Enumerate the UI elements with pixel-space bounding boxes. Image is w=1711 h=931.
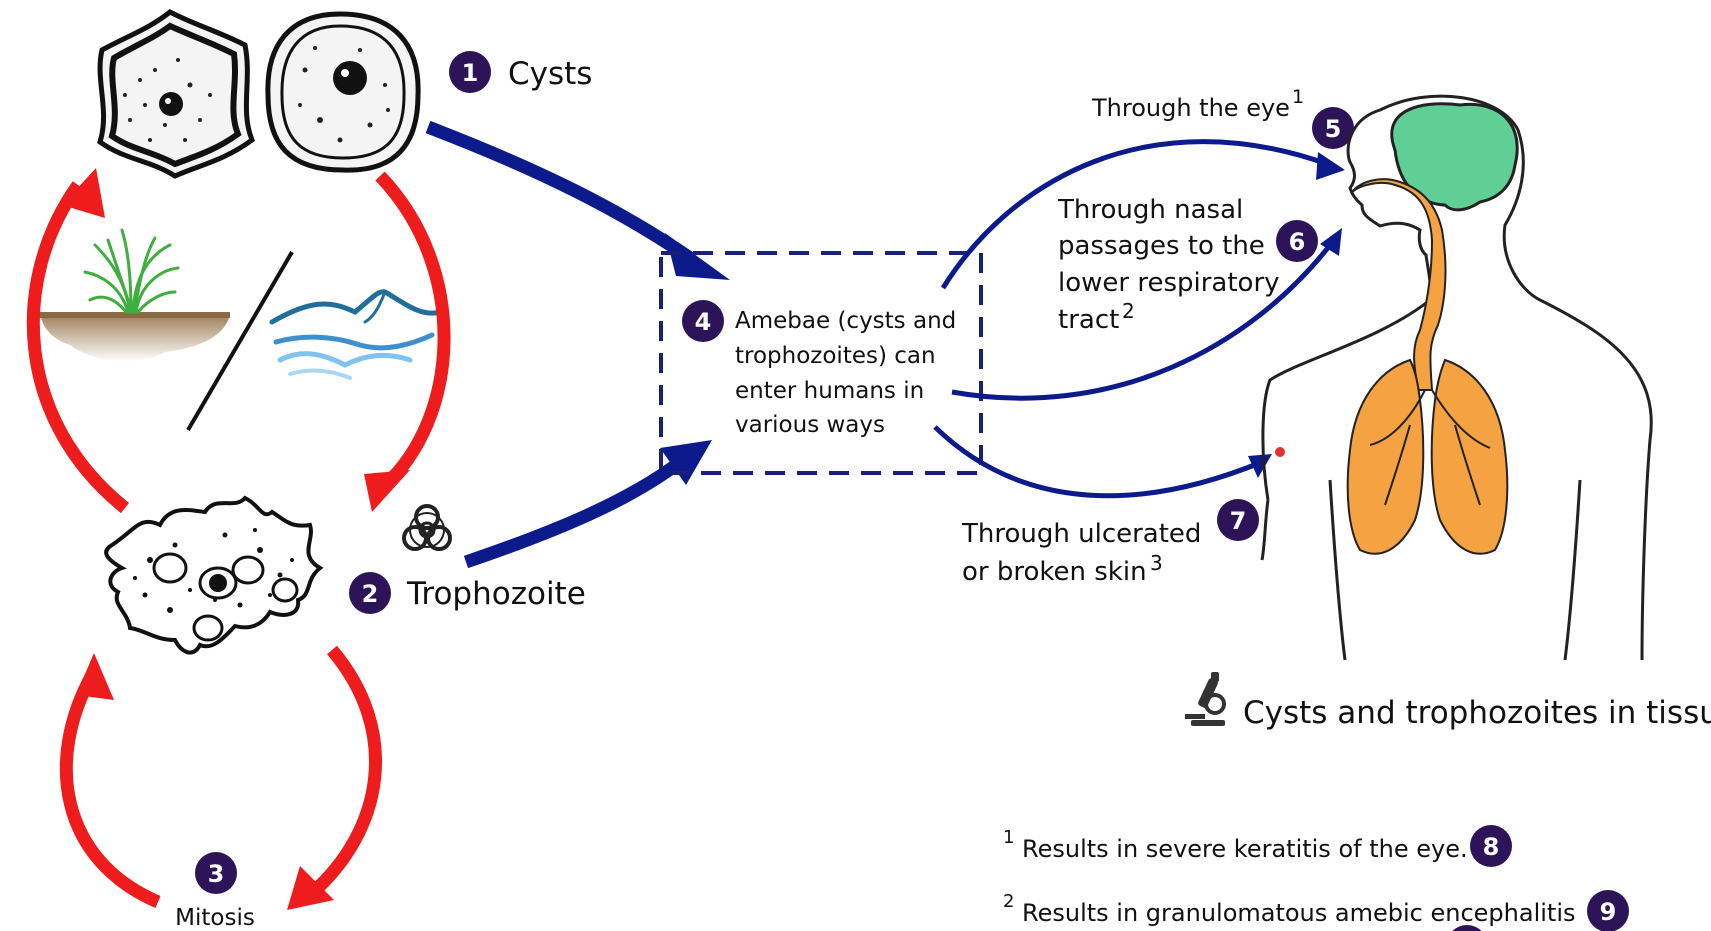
step-2-badge: 2 xyxy=(349,572,391,614)
route-skin-line-2: or broken skin xyxy=(962,557,1147,587)
left-lung-image xyxy=(1346,358,1425,555)
step-8-badge: 8 xyxy=(1470,825,1512,867)
route-skin-arrow xyxy=(933,425,1263,499)
svg-text:2: 2 xyxy=(362,580,379,608)
step-6-badge: 6 xyxy=(1276,220,1318,262)
airway-image xyxy=(1351,178,1447,391)
soil-image xyxy=(40,228,230,362)
entry-text-line-4: various ways xyxy=(735,412,885,438)
step-1-badge: 1 xyxy=(449,51,491,93)
step-9-badge: 9 xyxy=(1587,890,1629,931)
route-eye-arrow xyxy=(940,139,1331,290)
entry-text-line-3: enter humans in xyxy=(735,378,924,404)
water-image xyxy=(269,289,443,380)
skin-lesion xyxy=(1275,447,1285,457)
trophozoite-image xyxy=(104,495,324,655)
cut-off-badge xyxy=(1452,925,1482,931)
note-1-sup: 1 xyxy=(1003,827,1014,848)
slash-divider xyxy=(186,250,294,432)
blue-arrowhead-trophozoite xyxy=(660,440,712,485)
biohazard-icon xyxy=(402,504,452,551)
brain-image xyxy=(1390,102,1519,212)
svg-text:3: 3 xyxy=(208,860,225,888)
microscope-icon xyxy=(1185,672,1226,726)
step-3-badge: 3 xyxy=(195,852,237,894)
svg-text:8: 8 xyxy=(1483,833,1500,861)
svg-text:4: 4 xyxy=(695,308,712,336)
route-nasal-line-1: Through nasal xyxy=(1057,195,1243,225)
red-arrowhead-mitosis-up xyxy=(76,653,114,700)
route-arrows xyxy=(933,139,1336,499)
mitosis-label: Mitosis xyxy=(175,905,255,931)
red-arrowhead-down-right xyxy=(364,470,410,512)
entry-box xyxy=(659,251,983,475)
bronchi-lines xyxy=(1369,389,1491,506)
svg-text:9: 9 xyxy=(1600,898,1617,926)
blue-arrow-cysts-to-box xyxy=(425,120,694,264)
svg-text:1: 1 xyxy=(462,59,479,87)
red-arrowhead-up-left xyxy=(62,168,105,218)
route-eye-sup: 1 xyxy=(1292,86,1304,108)
step-4-badge: 4 xyxy=(682,300,724,342)
note-1-text: Results in severe keratitis of the eye. xyxy=(1022,835,1468,863)
tissue-label: Cysts and trophozoites in tissue xyxy=(1243,695,1711,731)
route-nasal-sup: 2 xyxy=(1122,299,1135,323)
route-nasal-arrow xyxy=(951,238,1336,401)
route-skin-sup: 3 xyxy=(1150,551,1163,575)
entry-text-line-1: Amebae (cysts and xyxy=(735,308,956,334)
blue-arrow-trophozoite-to-box xyxy=(463,456,684,569)
entry-text-line-2: trophozoites) can xyxy=(735,343,936,369)
route-arrowheads xyxy=(1248,152,1345,478)
red-cycle-arrows xyxy=(26,171,451,908)
trophozoite-label: Trophozoite xyxy=(406,576,586,612)
svg-text:6: 6 xyxy=(1289,228,1306,256)
svg-text:5: 5 xyxy=(1325,115,1342,143)
route-nasal-line-2: passages to the xyxy=(1058,231,1265,261)
route-skin-line-1: Through ulcerated xyxy=(961,519,1201,549)
blue-arrowhead-cysts xyxy=(665,233,730,280)
cyst-image-round xyxy=(263,8,423,178)
cyst-image-irregular xyxy=(96,8,256,179)
route-nasal-line-4: tract xyxy=(1058,305,1119,335)
cysts-label: Cysts xyxy=(508,56,592,92)
step-5-badge: 5 xyxy=(1312,107,1354,149)
note-2-text: Results in granulomatous amebic encephal… xyxy=(1022,899,1576,927)
step-7-badge: 7 xyxy=(1217,499,1259,541)
route-eye-label: Through the eye xyxy=(1091,94,1290,122)
red-arrowheads xyxy=(62,168,410,910)
note-2-sup: 2 xyxy=(1003,891,1014,912)
red-arrowhead-mitosis-bottom xyxy=(287,866,334,910)
svg-text:7: 7 xyxy=(1230,507,1247,535)
right-lung-image xyxy=(1430,358,1509,555)
route-nasal-line-3: lower respiratory xyxy=(1058,268,1280,298)
